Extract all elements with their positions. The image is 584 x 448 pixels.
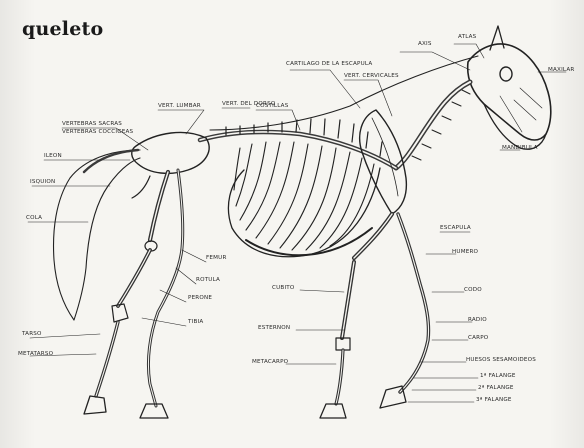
sternum — [246, 228, 372, 255]
skull — [468, 44, 551, 140]
label-axis: AXIS — [418, 42, 432, 48]
diagram-title: queleto — [22, 18, 103, 40]
label-carpo: CARPO — [468, 336, 488, 342]
label-femur: FEMUR — [206, 256, 227, 262]
label-mandibula: MANDIBULA — [502, 146, 538, 152]
label-vertebras-cervicales: VERT. CERVICALES — [344, 74, 399, 80]
label-vertebras-lumbares: VERT. LUMBAR — [158, 104, 201, 110]
label-maxilar: MAXILAR — [548, 68, 575, 74]
fore-leg-far — [398, 214, 429, 392]
label-rotula: ROTULA — [196, 278, 220, 284]
label-tarso: TARSO — [22, 332, 42, 338]
label-radio: RADIO — [468, 318, 487, 324]
label-codo: CODO — [464, 288, 482, 294]
label-ilion: ILEON — [44, 154, 62, 160]
rear-leg-far — [148, 170, 182, 406]
label-escapula: ESCAPULA — [440, 226, 471, 232]
label-atlas: ATLAS — [458, 35, 476, 41]
fore-metacarpus-near — [336, 350, 343, 404]
label-cubito: CUBITO — [272, 286, 295, 292]
pelvis — [132, 132, 209, 173]
label-vertebras-coccigeas: VERTEBRAS COCCIGEAS — [62, 130, 133, 136]
fore-hoof-near — [320, 404, 346, 418]
label-vertebras-sacras: VERTEBRAS SACRAS — [62, 122, 122, 128]
label-tibia: TIBIA — [188, 320, 203, 326]
label-cola: COLA — [26, 216, 42, 222]
carpus — [336, 338, 350, 350]
orbit — [500, 67, 512, 81]
hock — [112, 304, 128, 322]
label-tercera-falange: 3ª FALANGE — [476, 398, 512, 404]
label-cartilago-escapula: CARTILAGO DE LA ESCAPULA — [286, 62, 372, 68]
label-metacarpo: METACARPO — [252, 360, 288, 366]
label-humero: HUMERO — [452, 250, 478, 256]
label-isquion: ISQUION — [30, 180, 55, 186]
dorsal-spine — [200, 132, 396, 168]
rear-hoof-left — [84, 396, 106, 414]
label-segunda-falange: 2ª FALANGE — [478, 386, 514, 392]
label-primera-falange: 1ª FALANGE — [480, 374, 516, 380]
ear — [490, 26, 504, 50]
label-huesos-sesamoideos: HUESOS SESAMOIDEOS — [466, 358, 536, 364]
label-metatarso: METATARSO — [18, 352, 53, 358]
label-perone: PERONE — [188, 296, 212, 302]
label-vertebras-dorsales: VERT. DEL DORSO — [222, 102, 275, 108]
label-esternon: ESTERNON — [258, 326, 290, 332]
